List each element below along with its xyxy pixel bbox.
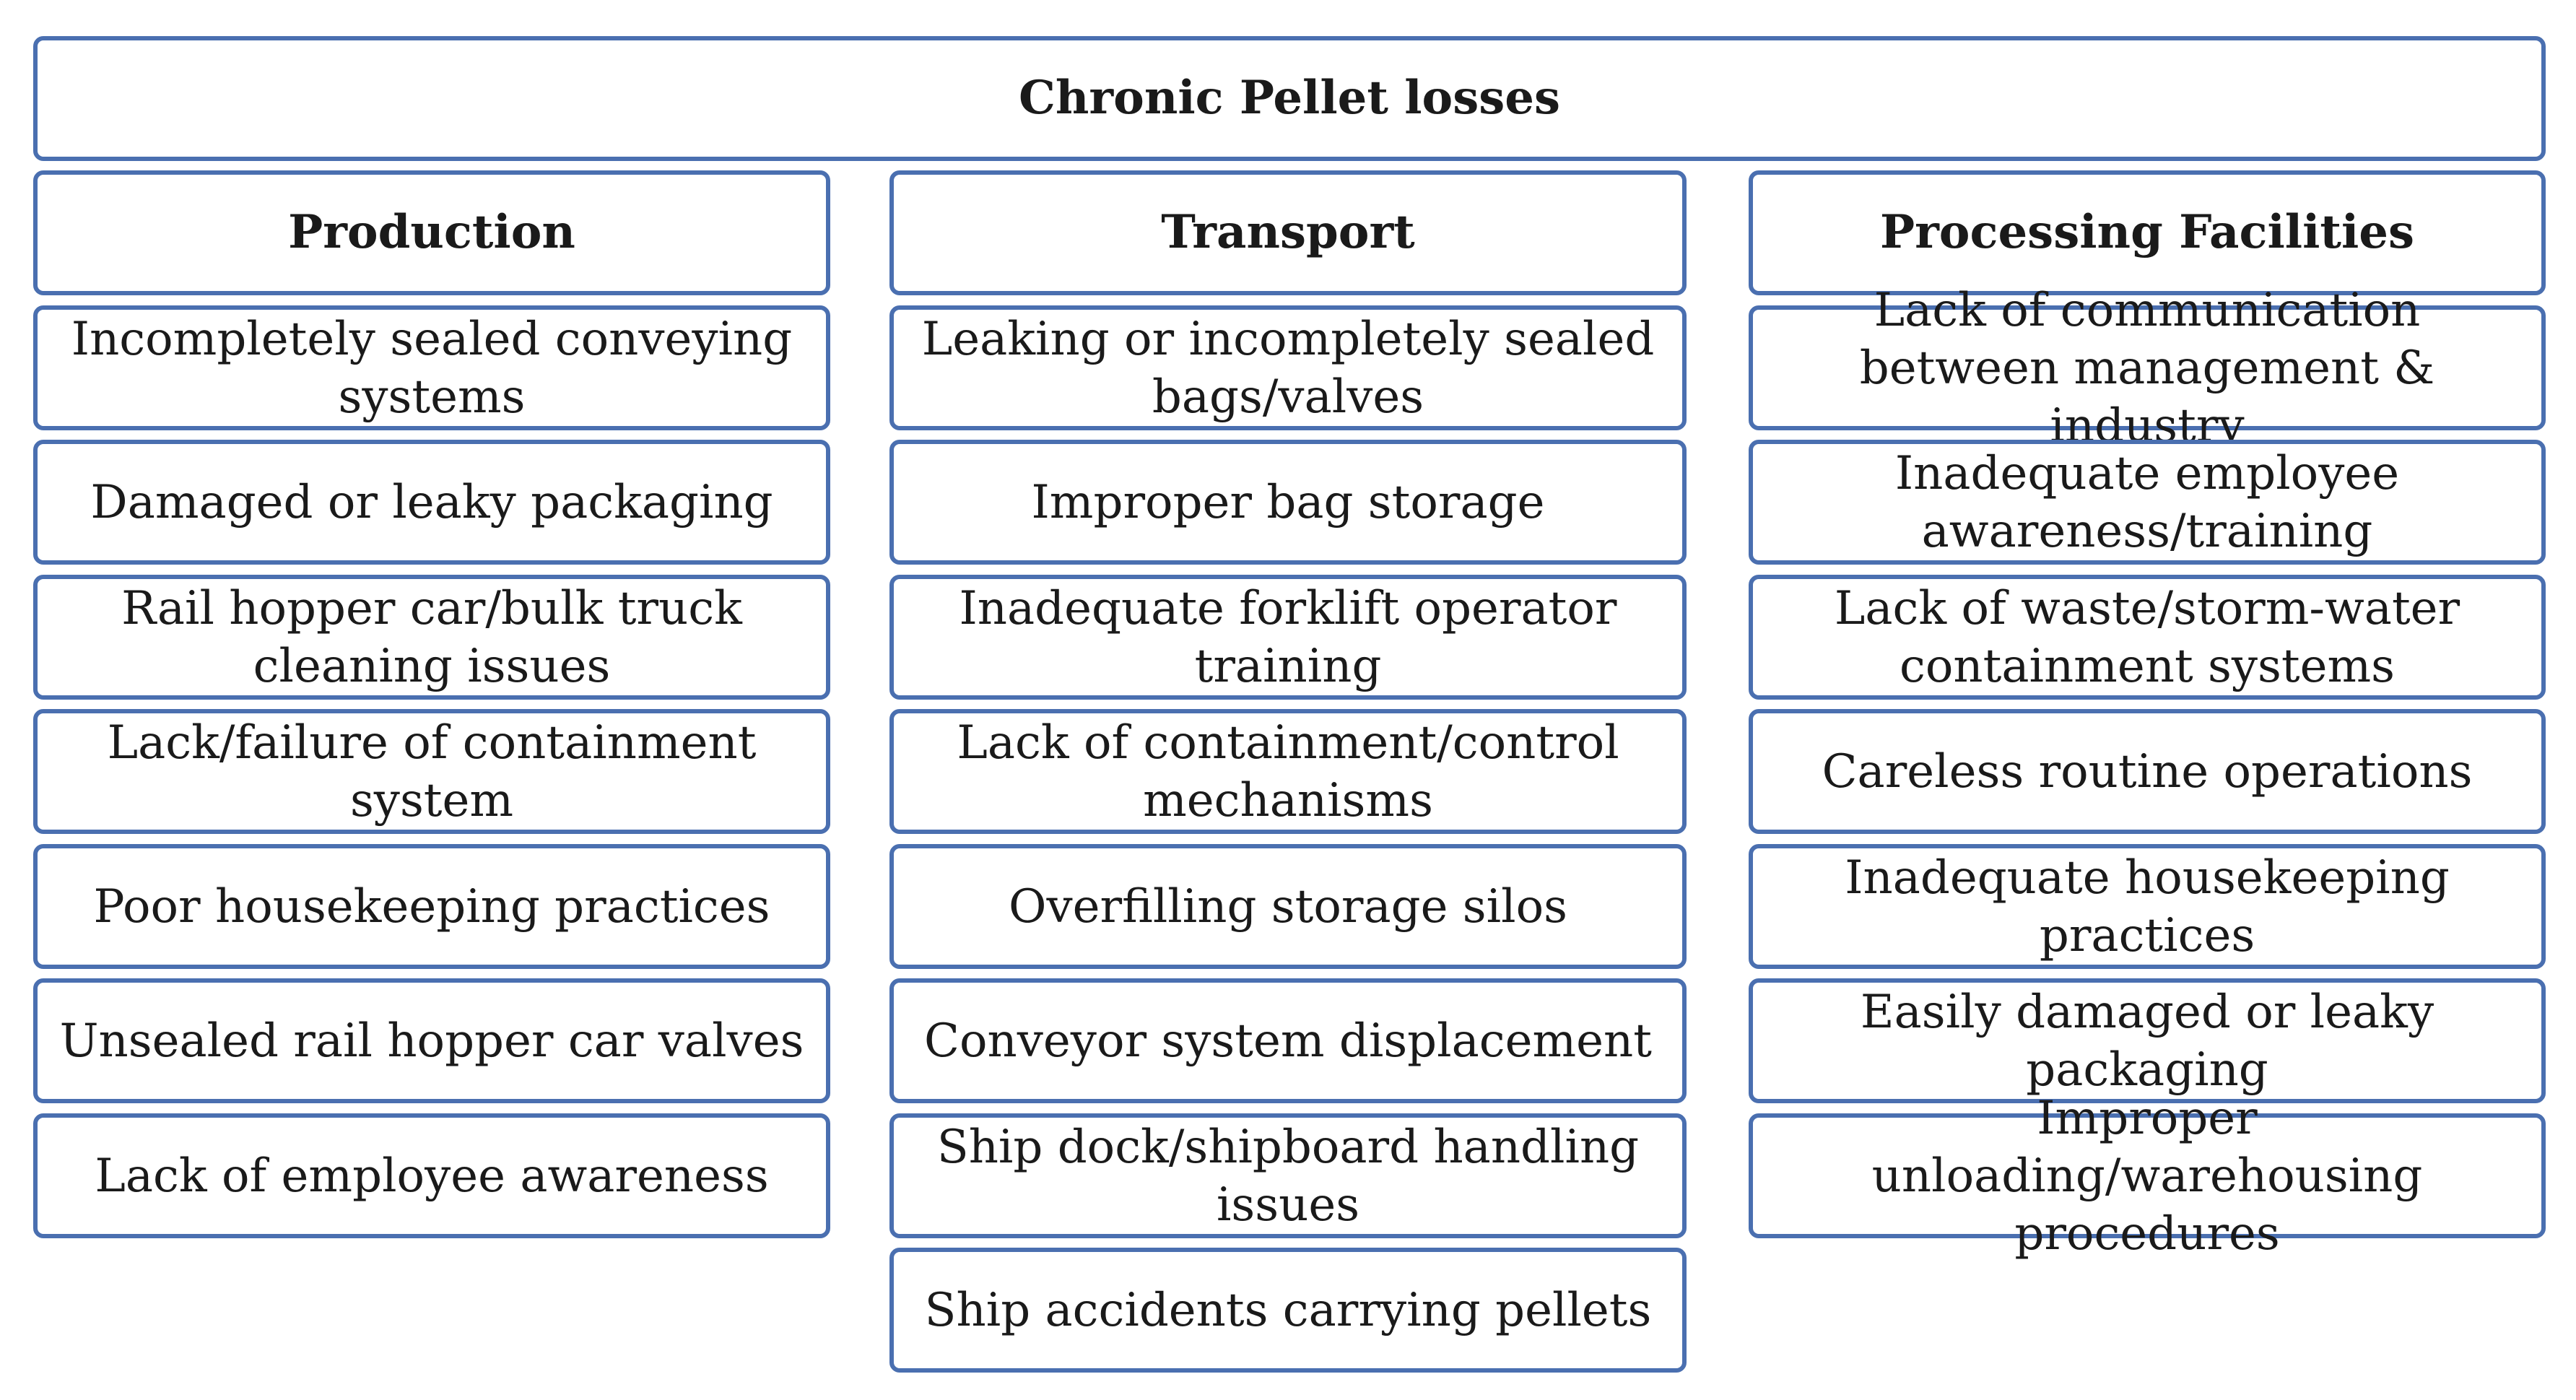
cause-box: Rail hopper car/bulk truck cleaning issu…	[33, 575, 830, 700]
cause-label: Ship accidents carrying pellets	[924, 1283, 1652, 1337]
cause-box: Leaking or incompletely sealed bags/valv…	[889, 305, 1687, 430]
cause-box: Conveyor system displacement	[889, 978, 1687, 1103]
cause-box: Inadequate housekeeping practices	[1749, 844, 2546, 969]
cause-box: Lack of communication between management…	[1749, 284, 2546, 453]
cause-box: Ship dock/shipboard handling issues	[889, 1113, 1687, 1238]
column-header-box: Processing Facilities	[1749, 170, 2546, 295]
cause-box: Inadequate employee awareness/training	[1749, 440, 2546, 565]
cause-box: Overfilling storage silos	[889, 844, 1687, 969]
cause-box: Damaged or leaky packaging	[33, 440, 830, 565]
cause-label: Ship dock/shipboard handling issues	[936, 1120, 1640, 1232]
cause-box: Ship accidents carrying pellets	[889, 1248, 1687, 1373]
cause-label: Poor housekeeping practices	[93, 879, 770, 934]
cause-label: Damaged or leaky packaging	[90, 475, 773, 529]
cause-label: Lack of containment/control mechanisms	[957, 716, 1619, 827]
cause-box: Improper bag storage	[889, 440, 1687, 565]
cause-label: Rail hopper car/bulk truck cleaning issu…	[121, 581, 742, 693]
column-header-box: Production	[33, 170, 830, 295]
cause-box: Incompletely sealed conveying systems	[33, 305, 830, 430]
cause-box: Careless routine operations	[1749, 709, 2546, 834]
column-header: Production	[288, 205, 575, 260]
cause-box: Lack/failure of containment system	[33, 709, 830, 834]
cause-label: Lack of employee awareness	[95, 1149, 769, 1203]
cause-label: Careless routine operations	[1822, 744, 2473, 799]
cause-label: Lack of waste/storm-water containment sy…	[1834, 581, 2460, 693]
cause-label: Improper bag storage	[1031, 475, 1545, 529]
column-production: Production Incompletely sealed conveying…	[33, 0, 830, 1400]
cause-label: Improper unloading/warehousing procedure…	[1871, 1091, 2423, 1261]
cause-label: Inadequate housekeeping practices	[1845, 851, 2450, 962]
column-header-box: Transport	[889, 170, 1687, 295]
cause-label: Conveyor system displacement	[924, 1014, 1652, 1068]
diagram-title: Chronic Pellet losses	[1018, 71, 1561, 126]
cause-label: Leaking or incompletely sealed bags/valv…	[921, 312, 1655, 424]
cause-label: Unsealed rail hopper car valves	[59, 1014, 804, 1068]
cause-box: Lack of containment/control mechanisms	[889, 709, 1687, 834]
column-transport: Transport Leaking or incompletely sealed…	[889, 0, 1687, 1400]
cause-box: Lack of employee awareness	[33, 1113, 830, 1238]
cause-label: Inadequate forklift operator training	[959, 581, 1617, 693]
title-box: Chronic Pellet losses	[33, 36, 2546, 161]
cause-label: Inadequate employee awareness/training	[1894, 446, 2400, 558]
cause-label: Easily damaged or leaky packaging	[1860, 985, 2434, 1097]
cause-box: Improper unloading/warehousing procedure…	[1749, 1092, 2546, 1261]
cause-label: Overfilling storage silos	[1009, 879, 1567, 934]
cause-box: Poor housekeeping practices	[33, 844, 830, 969]
cause-label: Lack/failure of containment system	[107, 716, 757, 827]
cause-box: Lack of waste/storm-water containment sy…	[1749, 575, 2546, 700]
cause-box: Unsealed rail hopper car valves	[33, 978, 830, 1103]
cause-box: Easily damaged or leaky packaging	[1749, 978, 2546, 1103]
cause-label: Lack of communication between management…	[1859, 283, 2435, 453]
column-header: Transport	[1161, 205, 1415, 260]
cause-box: Inadequate forklift operator training	[889, 575, 1687, 700]
column-header: Processing Facilities	[1879, 205, 2415, 260]
cause-label: Incompletely sealed conveying systems	[71, 312, 793, 424]
column-processing-facilities: Processing Facilities Lack of communicat…	[1749, 0, 2546, 1400]
